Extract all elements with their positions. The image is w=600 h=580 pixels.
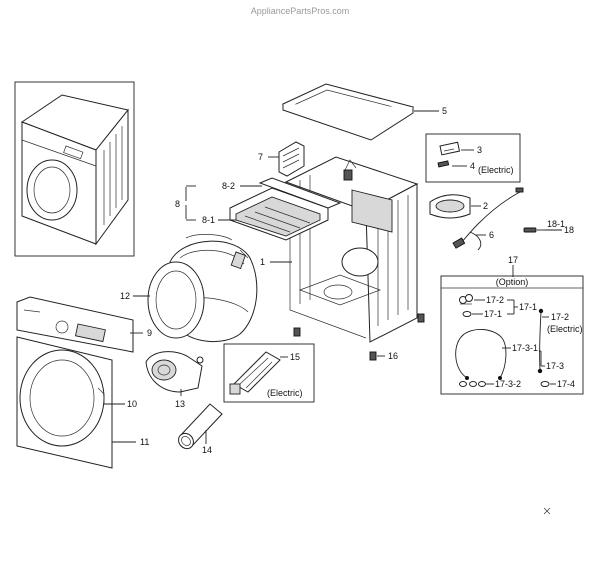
label-18-1: 18-1	[547, 219, 565, 229]
part-12-drum	[147, 234, 258, 343]
part-17-3-2-washers	[459, 381, 486, 387]
label-11: 11	[140, 437, 149, 447]
part-3-heater	[439, 141, 461, 156]
part-16-feet	[293, 313, 425, 361]
watermark: AppliancePartsPros.com	[251, 6, 350, 16]
label-8: 8	[175, 199, 180, 209]
label-10: 10	[127, 399, 137, 409]
label-4: 4	[470, 161, 475, 171]
part-6-power-cord	[452, 187, 524, 251]
part-10-door	[19, 349, 105, 447]
note-electric-b: (Electric)	[267, 388, 303, 398]
part-17-2-hose-electric	[537, 308, 544, 374]
cabinet-rear-port	[341, 247, 379, 277]
electric-box-15	[223, 343, 315, 403]
top-panel	[281, 83, 415, 141]
note-electric-a: (Electric)	[478, 165, 514, 175]
part-17-1-washer	[462, 311, 472, 317]
label-6: 6	[489, 230, 494, 240]
corner-mark	[543, 507, 551, 515]
part-9-control-panel	[16, 296, 134, 353]
label-17-2b: 17-2	[551, 312, 569, 322]
label-17-4: 17-4	[557, 379, 575, 389]
electric-box-3-4	[425, 133, 521, 183]
part-2-housing	[429, 194, 471, 219]
part-14-duct	[178, 403, 223, 450]
label-16: 16	[388, 351, 398, 361]
label-18: 18	[564, 225, 574, 235]
part-8-2-bar	[258, 177, 342, 209]
label-9: 9	[147, 328, 152, 338]
label-17-3: 17-3	[546, 361, 564, 371]
label-12: 12	[120, 291, 130, 301]
label-17: 17	[508, 255, 518, 265]
part-18-1-sensor	[523, 227, 537, 233]
cabinet	[284, 156, 419, 343]
label-14: 14	[202, 445, 212, 455]
label-17-3-2: 17-3-2	[495, 379, 521, 389]
part-15-heater	[229, 351, 281, 395]
drum-front-opening	[147, 261, 205, 339]
label-17-1a: 17-1	[484, 309, 502, 319]
label-17-2a: 17-2	[486, 295, 504, 305]
part-17-4-washer	[540, 381, 550, 387]
part-17-3-hose	[455, 329, 507, 380]
label-15: 15	[290, 352, 300, 362]
label-2: 2	[483, 201, 488, 211]
label-8-2: 8-2	[222, 181, 235, 191]
label-13: 13	[175, 399, 185, 409]
part-7-bracket	[278, 141, 305, 177]
part-13-blower	[145, 351, 204, 393]
part-8-frame	[229, 177, 342, 241]
label-3: 3	[477, 145, 482, 155]
cabinet-rear-opening	[351, 189, 393, 233]
assembled-dryer-inset	[14, 81, 135, 257]
label-7: 7	[258, 152, 263, 162]
note-electric-c: (Electric)	[547, 324, 583, 334]
part-17-2-connector	[459, 294, 473, 305]
inset-door	[26, 159, 78, 221]
part-4-fuse	[437, 160, 450, 168]
option-kit-frame	[440, 275, 584, 395]
label-17-1b: 17-1	[519, 302, 537, 312]
label-8-1: 8-1	[202, 215, 215, 225]
label-1: 1	[260, 257, 265, 267]
label-17-3-1: 17-3-1	[512, 343, 538, 353]
inset-frame	[14, 81, 135, 257]
note-option: (Option)	[496, 277, 529, 287]
label-5: 5	[442, 106, 447, 116]
